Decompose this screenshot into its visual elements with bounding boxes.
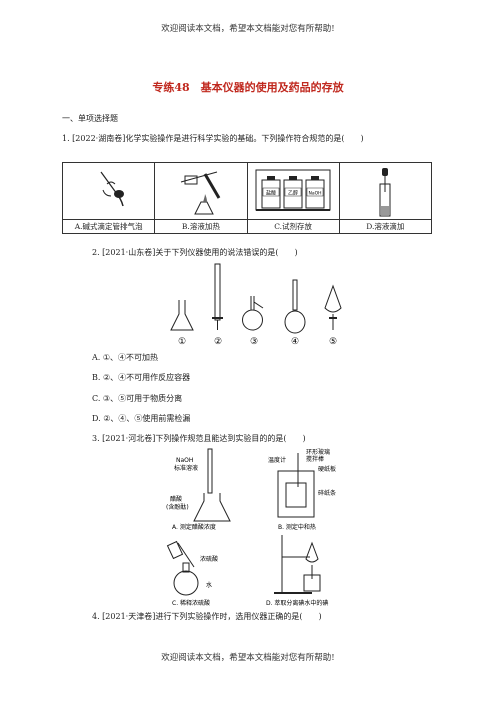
- option-1a: A.碱式滴定管排气泡: [61, 219, 156, 234]
- page-header: 欢迎阅读本文档，希望本文档能对您有所帮助!: [161, 24, 335, 34]
- figure-1b-heating: [154, 162, 248, 220]
- figB-label-ring: 环形玻璃: [306, 448, 330, 456]
- question-3-figures: NaOH 标准溶液 醋酸 (含酚酞) A. 测定醋酸浓度 温度计 环形玻璃 搅拌…: [166, 448, 336, 607]
- figure-1a-burette: [61, 162, 156, 220]
- question-2-option-d: D. ②、④、⑤使用前需检漏: [92, 414, 191, 423]
- figB-label-paper: 碎纸条: [318, 489, 336, 497]
- question-2-option-c: C. ③、⑤可用于物质分离: [92, 394, 183, 403]
- instrument-number-4: ④: [291, 337, 299, 346]
- question-1-stem: 1. [2022·湖南卷]化学实验操作是进行科学实验的基础。下列操作符合规范的是…: [62, 134, 364, 143]
- figure-1c-storage: 盐酸 乙醇 NaOH: [246, 162, 340, 220]
- option-1d: D.溶液滴加: [338, 219, 433, 234]
- figA-label-naoh: NaOH: [176, 457, 193, 464]
- bottle-label-3: NaOH: [308, 191, 321, 197]
- page-title: 专练48 基本仪器的使用及药品的存放: [152, 81, 344, 94]
- question-2-option-b: B. ②、④不可用作反应容器: [92, 373, 191, 382]
- figA-caption: A. 测定醋酸浓度: [172, 523, 216, 531]
- instrument-number-1: ①: [178, 337, 186, 346]
- figB-label-thermometer: 温度计: [268, 456, 286, 464]
- question-2-option-a: A. ①、④不可加热: [92, 353, 159, 362]
- section-heading: 一、单项选择题: [62, 114, 118, 123]
- option-1b: B.溶液加热: [154, 219, 248, 234]
- figB-label-board: 硬纸板: [318, 465, 336, 473]
- question-1-table: 盐酸 乙醇 NaOH A.碱式滴定管排气泡 B.溶液加热 C.试剂存放 D.溶液…: [61, 162, 433, 234]
- option-1c: C.试剂存放: [246, 219, 340, 234]
- figD-caption: D. 萃取分离碘水中的碘: [266, 599, 328, 607]
- figC-label-acid: 浓硫酸: [200, 555, 218, 563]
- figB-caption: B. 测定中和热: [278, 523, 316, 531]
- figC-caption: C. 稀释浓硫酸: [172, 599, 210, 607]
- figC-label-water: 水: [206, 581, 212, 589]
- figA-label-phenol: (含酚酞): [166, 503, 189, 511]
- instrument-number-5: ⑤: [329, 337, 337, 346]
- question-2-instruments: ① ② ③ ④ ⑤: [170, 263, 342, 346]
- instrument-number-3: ③: [250, 337, 258, 346]
- page-footer: 欢迎阅读本文档，希望本文档能对您有所帮助!: [161, 653, 335, 663]
- question-4-stem: 4. [2021·天津卷]进行下列实验操作时，选用仪器正确的是( ): [92, 612, 322, 621]
- figure-1d-dropping: [338, 162, 433, 220]
- bottle-label-1: 盐酸: [265, 190, 275, 197]
- figA-label-acetic: 醋酸: [170, 495, 182, 503]
- question-2-stem: 2. [2021·山东卷]关于下列仪器使用的说法错误的是( ): [92, 248, 298, 257]
- instrument-number-2: ②: [214, 337, 222, 346]
- figB-label-stirrer: 搅拌棒: [306, 455, 324, 463]
- figA-label-standard: 标准溶液: [174, 464, 198, 472]
- bottle-label-2: 乙醇: [287, 190, 297, 197]
- question-3-stem: 3. [2021·河北卷]下列操作规范且能达到实验目的的是( ): [92, 434, 306, 443]
